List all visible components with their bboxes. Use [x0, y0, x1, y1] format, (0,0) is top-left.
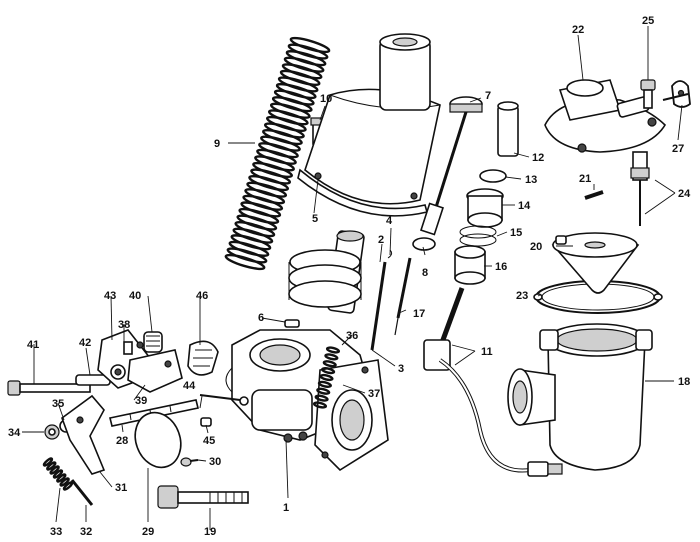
bolt-part-41	[7, 380, 91, 396]
callout-4: 4	[386, 215, 393, 227]
pin-part-21	[584, 190, 604, 200]
spring-part-40	[143, 331, 163, 353]
callout-labels: 1 2 3 4 5 6 7 8 9 10 11 12 13 14 15 16 1…	[8, 15, 691, 538]
callout-44: 44	[183, 380, 196, 392]
callout-37: 37	[368, 388, 380, 400]
callout-36: 36	[346, 330, 358, 342]
screw-part-38	[123, 341, 133, 355]
lever-part-31	[61, 394, 106, 475]
screw-part-45	[200, 417, 212, 427]
clip-part-27	[662, 80, 691, 108]
callout-40: 40	[129, 290, 141, 302]
callout-38: 38	[118, 319, 130, 331]
spring-part-3	[370, 249, 393, 351]
callout-5: 5	[312, 213, 318, 225]
callout-24: 24	[678, 188, 691, 200]
coil-spring	[224, 36, 331, 271]
callout-42: 42	[79, 337, 91, 349]
spring-part-33	[42, 457, 74, 491]
jet-needle	[394, 257, 412, 336]
callout-10: 10	[320, 93, 332, 105]
callout-22: 22	[572, 24, 584, 36]
leader-lines	[22, 26, 683, 530]
callout-6: 6	[258, 312, 264, 324]
callout-31: 31	[115, 482, 127, 494]
callout-9: 9	[214, 138, 220, 150]
carburettor-body	[225, 329, 389, 472]
linkage-part-39	[127, 349, 183, 393]
throttle-disc	[134, 411, 182, 469]
callout-29: 29	[142, 526, 154, 538]
suction-chamber	[297, 33, 441, 217]
callout-25: 25	[642, 15, 654, 27]
callout-3: 3	[398, 363, 404, 375]
callout-28: 28	[116, 435, 128, 447]
spring-clip-part-46	[187, 340, 219, 376]
callout-34: 34	[8, 427, 21, 439]
screw-part-30	[180, 457, 199, 467]
callout-23: 23	[516, 290, 528, 302]
float-chamber	[507, 323, 653, 471]
screw-part-32	[70, 479, 94, 506]
callout-12: 12	[532, 152, 544, 164]
callout-2: 2	[378, 234, 384, 246]
callout-41: 41	[27, 339, 39, 351]
callout-33: 33	[50, 526, 62, 538]
callout-21: 21	[579, 173, 591, 185]
callout-13: 13	[525, 174, 537, 186]
piston-assembly	[288, 230, 365, 314]
callout-7: 7	[485, 90, 491, 102]
callout-18: 18	[678, 376, 690, 388]
callout-45: 45	[203, 435, 215, 447]
callout-16: 16	[495, 261, 507, 273]
callout-30: 30	[209, 456, 221, 468]
callout-15: 15	[510, 227, 522, 239]
screw-part-6	[284, 319, 300, 328]
callout-27: 27	[672, 143, 684, 155]
float-chamber-lid	[544, 79, 667, 153]
callout-20: 20	[530, 241, 542, 253]
bolt-part-25	[640, 79, 656, 109]
pin-part-44	[199, 394, 249, 406]
jet-tube-assembly	[423, 287, 563, 477]
callout-39: 39	[135, 395, 147, 407]
callout-35: 35	[52, 398, 64, 410]
float	[551, 232, 640, 294]
callout-19: 19	[204, 526, 216, 538]
callout-32: 32	[80, 526, 92, 538]
nut-part-34	[44, 424, 60, 440]
bolt-part-19	[157, 485, 249, 509]
callout-46: 46	[196, 290, 208, 302]
callout-1: 1	[283, 502, 289, 514]
callout-8: 8	[422, 267, 428, 279]
needle-valve	[630, 151, 650, 226]
callout-17: 17	[413, 308, 425, 320]
callout-11: 11	[481, 346, 493, 358]
callout-14: 14	[518, 200, 531, 212]
jet-components	[454, 101, 519, 285]
callout-43: 43	[104, 290, 116, 302]
throttle-stop-spring	[312, 346, 341, 409]
